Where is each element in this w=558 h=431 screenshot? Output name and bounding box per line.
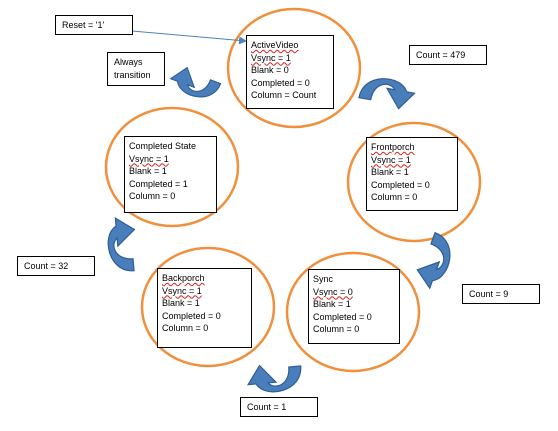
active-video-blank: Blank = 0: [251, 65, 289, 75]
frontporch-circle: [346, 121, 482, 243]
sync-title: Sync: [313, 274, 334, 284]
active-to-frontporch-arrow: [358, 78, 416, 110]
backporch-to-completed-arrow: [107, 216, 136, 272]
sync-completed: Completed = 0: [313, 311, 372, 322]
frontporch-title: Frontporch: [371, 142, 415, 152]
backporch-state-box: Backporch Vsync = 1 Blank = 1 Completed …: [157, 268, 252, 348]
count-32-text: Count = 32: [24, 261, 69, 271]
backporch-circle: [140, 246, 276, 368]
sync-to-backporch-arrow: [246, 364, 302, 393]
backporch-column: Column = 0: [162, 323, 209, 333]
reset-label: Reset = '1': [55, 15, 133, 35]
sync-circle: [285, 251, 421, 373]
frontporch-state-box: Frontporch Vsync = 1 Blank = 1 Completed…: [366, 137, 458, 211]
active-video-state-box: ActiveVideo Vsync = 1 Blank = 0 Complete…: [246, 35, 334, 109]
always-transition-label: Always transition: [107, 52, 165, 86]
completed-title: Completed State: [129, 141, 197, 151]
sync-state-box: Sync Vsync = 0 Blank = 1 Completed = 0 C…: [308, 269, 400, 344]
active-video-title: ActiveVideo: [251, 40, 299, 50]
active-video-vsync: Vsync = 1: [251, 52, 291, 63]
count-9-label: Count = 9: [462, 284, 540, 304]
always-label-line-1: Always: [114, 57, 143, 67]
sync-column: Column = 0: [313, 324, 360, 334]
active-video-column: Column = Count: [251, 90, 317, 100]
frontporch-column: Column = 0: [371, 192, 418, 202]
backporch-vsync: Vsync = 1: [162, 285, 202, 296]
backporch-title: Backporch: [162, 273, 205, 283]
frontporch-blank: Blank = 1: [371, 167, 409, 177]
count-479-label: Count = 479: [409, 45, 487, 65]
frontporch-completed: Completed = 0: [371, 179, 430, 190]
active-video-completed: Completed = 0: [251, 77, 310, 88]
completed-state-circle: [104, 106, 240, 228]
count-9-text: Count = 9: [469, 289, 509, 299]
sync-blank: Blank = 1: [313, 299, 351, 309]
reset-label-text: Reset = '1': [62, 20, 105, 30]
count-479-text: Count = 479: [416, 50, 466, 60]
completed-state-box: Completed State Vsync = 1 Blank = 1 Comp…: [124, 136, 217, 213]
count-32-label: Count = 32: [17, 256, 95, 276]
sync-vsync: Vsync = 0: [313, 286, 353, 297]
backporch-blank: Blank = 1: [162, 298, 200, 308]
completed-completed: Completed = 1: [129, 178, 188, 189]
backporch-completed: Completed = 0: [162, 310, 221, 321]
completed-column: Column = 0: [129, 191, 176, 201]
always-label-line-2: transition: [114, 69, 151, 80]
completed-vsync: Vsync = 1: [129, 153, 169, 164]
count-1-label: Count = 1: [240, 397, 318, 417]
frontporch-vsync: Vsync = 1: [371, 154, 411, 165]
always-transition-arrow: [169, 66, 222, 98]
completed-blank: Blank = 1: [129, 166, 167, 176]
active-video-circle: [226, 7, 362, 129]
frontporch-to-sync-arrow: [416, 231, 451, 290]
count-1-text: Count = 1: [247, 402, 287, 412]
reset-arrow: [131, 30, 247, 45]
